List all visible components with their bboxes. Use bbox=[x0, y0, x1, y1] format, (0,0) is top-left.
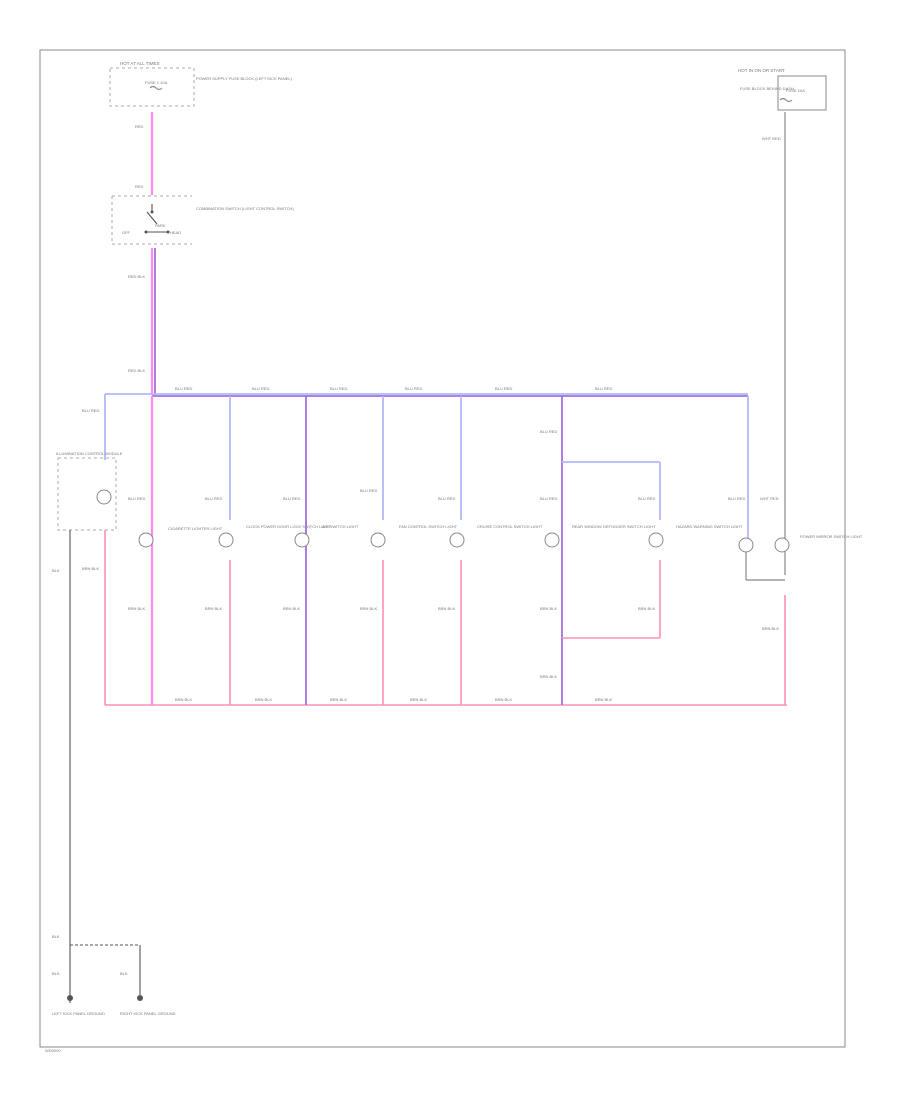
c4-label: FAN CONTROL SWITCH LIGHT bbox=[399, 524, 458, 529]
bus-label-1: BLU RED bbox=[175, 386, 192, 391]
wire-label-red-switch: RED bbox=[135, 184, 144, 189]
wire-label-c7-in: BLU RED bbox=[638, 496, 655, 501]
wire-label-c8-out: BRN BLK bbox=[762, 626, 779, 631]
wire-label-c4-out: BRN BLK bbox=[360, 606, 377, 611]
gnd-bus-label-4: BRN BLK bbox=[410, 697, 427, 702]
ground-icon bbox=[137, 995, 143, 1001]
component-fan-control-light: BLU RED BRN BLK FAN CONTROL SWITCH LIGHT bbox=[360, 396, 458, 705]
wire-label-c1-out: BRN BLK bbox=[128, 606, 145, 611]
c3-label: A/C SWITCH LIGHT bbox=[322, 524, 359, 529]
bus-label-5: BLU RED bbox=[495, 386, 512, 391]
lamp-icon bbox=[370, 532, 386, 548]
bus-label-6: BLU RED bbox=[595, 386, 612, 391]
wire-label-c6-out2: BRN BLK bbox=[540, 674, 557, 679]
wire-label-red-top: RED bbox=[135, 124, 144, 129]
footer-code: WD0000 bbox=[45, 1048, 61, 1053]
wire-label-c3-out: BRN BLK bbox=[283, 606, 300, 611]
illumination-control-module: BLU RED ILLUMINATION CONTROL MODULE BRN … bbox=[52, 394, 123, 1000]
gnd-bus-label-2: BRN BLK bbox=[255, 697, 272, 702]
lamp-icon bbox=[738, 537, 754, 553]
gnd-bus-label-5: BRN BLK bbox=[495, 697, 512, 702]
bus-label-4: BLU RED bbox=[405, 386, 422, 391]
switch-pos-head: HEAD bbox=[170, 230, 181, 235]
lamp-icon bbox=[648, 532, 664, 548]
gnd-bus-label-6: BRN BLK bbox=[595, 697, 612, 702]
fuse-block-right: HOT IN ON OR START FUSE 10A FUSE BLOCK B… bbox=[738, 68, 827, 111]
wire-label-c6-out: BRN BLK bbox=[540, 606, 557, 611]
lamp-icon bbox=[294, 532, 310, 548]
component-hazard-switch-light: BLU RED BRN BLK HAZARD WARNING SWITCH LI… bbox=[562, 461, 743, 639]
fuse-right-header: HOT IN ON OR START bbox=[738, 68, 785, 73]
wire-label-c5-in: BLU RED bbox=[438, 496, 455, 501]
fuse-right-fuse: FUSE 10A bbox=[786, 88, 805, 93]
c8-label: POWER MIRROR SWITCH LIGHT bbox=[800, 534, 863, 539]
fuse-left-icon bbox=[149, 85, 163, 91]
ground-section: BLK BLK BLK LEFT KICK PANEL GROUND RIGHT… bbox=[52, 934, 176, 1016]
diagram-frame bbox=[39, 49, 846, 1048]
fuse-left-desc: POWER SUPPLY FUSE BLOCK (LEFT KICK PANEL… bbox=[196, 76, 293, 81]
lamp-icon bbox=[218, 532, 234, 548]
fuse-right-icon bbox=[779, 97, 793, 103]
module-lamp-icon bbox=[96, 489, 112, 505]
c6-label: REAR WINDOW DEFOGGER SWITCH LIGHT bbox=[572, 524, 656, 529]
wire-label-c8-in2: WHT RED bbox=[760, 496, 779, 501]
wire-label-module-out: BRN BLK bbox=[82, 566, 99, 571]
wire-label-c8-in: BLU RED bbox=[728, 496, 745, 501]
wire-label-c6-in: BLU RED bbox=[540, 429, 557, 434]
wire-label-module-blk: BLK bbox=[52, 568, 60, 573]
wire-label-red-blk-1: RED BLK bbox=[128, 274, 145, 279]
wire-label-c6-in2: BLU RED bbox=[540, 496, 557, 501]
fuse-right-desc: FUSE BLOCK BEHIND DASH bbox=[740, 86, 794, 91]
wire-label-c2-out: BRN BLK bbox=[205, 606, 222, 611]
lamp-icon-2 bbox=[774, 537, 790, 553]
combination-switch: OFF PARK HEAD COMBINATION SWITCH (LIGHT … bbox=[111, 195, 294, 245]
fuse-left-header: HOT AT ALL TIMES bbox=[120, 61, 160, 66]
wire-label-module-in: BLU RED bbox=[82, 408, 99, 413]
wire-label-c1-in: BLU RED bbox=[128, 496, 145, 501]
wire-label-c4-in: BLU RED bbox=[360, 488, 377, 493]
wire-label-red-blk-2: RED BLK bbox=[128, 368, 145, 373]
wire-label-wht-red: WHT RED bbox=[762, 136, 781, 141]
wire-label-c2-in: BLU RED bbox=[205, 496, 222, 501]
module-label: ILLUMINATION CONTROL MODULE bbox=[56, 451, 123, 456]
fuse-left-fuse: FUSE 1 10A bbox=[145, 80, 168, 85]
lamp-icon bbox=[544, 532, 560, 548]
ground-icon bbox=[67, 995, 73, 1003]
switch-pos-park: PARK bbox=[155, 223, 166, 228]
lamp-icon bbox=[138, 532, 154, 548]
component-ac-switch-light: BLU RED BRN BLK A/C SWITCH LIGHT bbox=[283, 396, 359, 705]
bus-label-2: BLU RED bbox=[252, 386, 269, 391]
c7-label: HAZARD WARNING SWITCH LIGHT bbox=[676, 524, 743, 529]
lamp-icon bbox=[449, 532, 465, 548]
component-rear-defogger-light: BLU RED BLU RED BRN BLK BRN BLK REAR WIN… bbox=[540, 396, 656, 705]
wire-label-gnd-blk-3: BLK bbox=[120, 971, 128, 976]
c5-label: CRUISE CONTROL SWITCH LIGHT bbox=[477, 524, 543, 529]
switch-pos-off: OFF bbox=[122, 230, 131, 235]
wire-label-c7-out: BRN BLK bbox=[638, 606, 655, 611]
wire-label-c3-in: BLU RED bbox=[283, 496, 300, 501]
wire-label-gnd-blk-2: BLK bbox=[52, 971, 60, 976]
component-clock-door-lock-light: BLU RED BRN BLK CLOCK POWER DOOR LOCK SW… bbox=[205, 396, 331, 705]
component-cruise-control-light: BLU RED BRN BLK CRUISE CONTROL SWITCH LI… bbox=[438, 396, 543, 705]
gnd-bus-label-3: BRN BLK bbox=[330, 697, 347, 702]
c2-label: CLOCK POWER DOOR LOCK SWITCH LIGHT bbox=[246, 524, 331, 529]
component-cigarette-lighter-light: BLU RED BRN BLK CIGARETTE LIGHTER LIGHT bbox=[128, 396, 223, 705]
wire-label-gnd-blk-1: BLK bbox=[52, 934, 60, 939]
bus-label-3: BLU RED bbox=[330, 386, 347, 391]
gnd-bus-label-1: BRN BLK bbox=[175, 697, 192, 702]
component-power-mirror-light: BLU RED WHT RED BRN BLK POWER MIRROR SWI… bbox=[728, 396, 863, 705]
c1-label: CIGARETTE LIGHTER LIGHT bbox=[168, 526, 223, 531]
fuse-block-left: HOT AT ALL TIMES FUSE 1 10A POWER SUPPLY… bbox=[109, 61, 293, 107]
switch-desc: COMBINATION SWITCH (LIGHT CONTROL SWITCH… bbox=[196, 206, 294, 211]
ground-left-label: LEFT KICK PANEL GROUND bbox=[52, 1011, 105, 1016]
wire-label-c5-out: BRN BLK bbox=[438, 606, 455, 611]
ground-right-label: RIGHT KICK PANEL GROUND bbox=[120, 1011, 176, 1016]
